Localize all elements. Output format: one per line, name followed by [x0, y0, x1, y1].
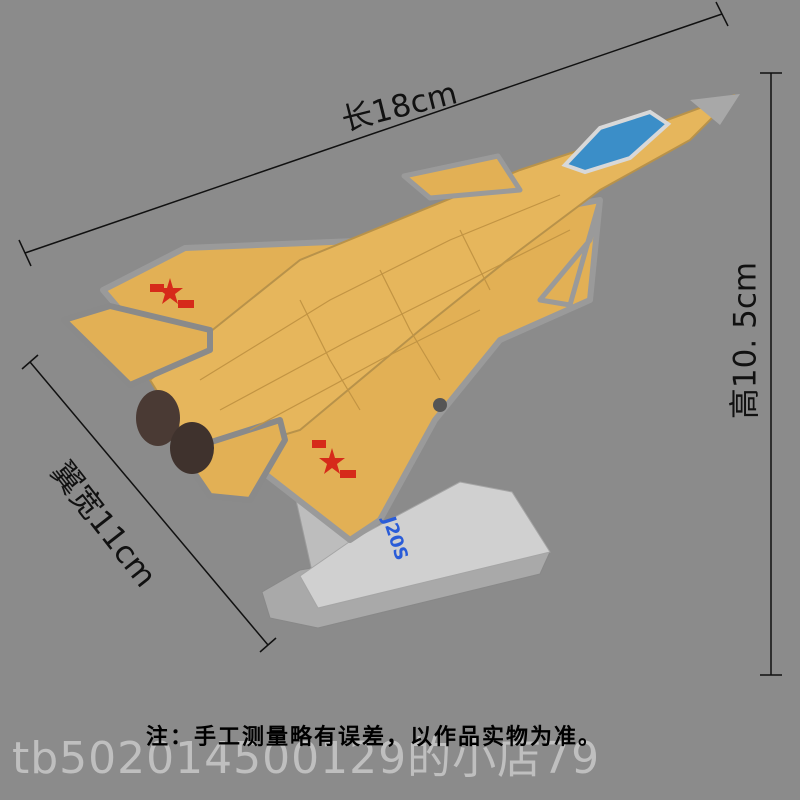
- height-label: 高10. 5cm: [727, 261, 764, 420]
- landing-gear: [433, 398, 447, 412]
- panel-lines: [199, 194, 571, 431]
- engine-nozzle-lower: [170, 422, 214, 474]
- wingspan-dimension-line: [21, 354, 277, 653]
- length-dimension-line: [18, 1, 729, 267]
- fighter-jet-model: [61, 94, 740, 543]
- tail-fin-right: [177, 417, 288, 503]
- nose-cone: [690, 94, 740, 125]
- tail-fin-left: [61, 303, 213, 388]
- height-dimension-line: [760, 72, 782, 676]
- cockpit-canopy: [561, 109, 672, 175]
- watermark: tb502014500129的小店79: [12, 733, 601, 784]
- engine-nozzle-upper: [136, 390, 180, 446]
- stand-top-plate: [299, 481, 551, 609]
- insignia-star-wing-left: [150, 278, 194, 308]
- canard-left: [401, 153, 523, 201]
- insignia-star-wing-right: [312, 440, 356, 478]
- canard-right: [537, 197, 603, 308]
- measurement-note: 注：手工测量略有误差，以作品实物为准。: [146, 725, 603, 750]
